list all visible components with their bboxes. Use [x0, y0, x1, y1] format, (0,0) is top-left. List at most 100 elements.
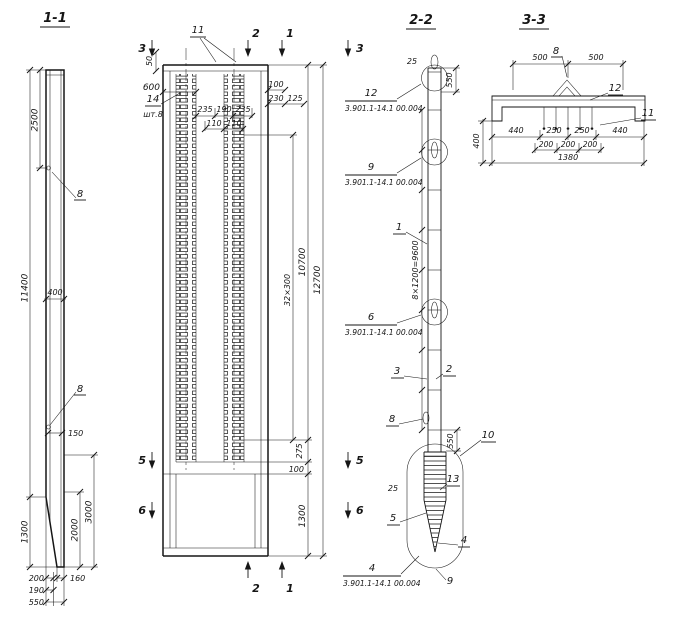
section-marker-3: 3 3 — [138, 40, 364, 57]
dim-110-right: 110 — [226, 119, 241, 128]
dim-500-left: 500 — [532, 53, 547, 62]
callout-12-33: 12 — [609, 83, 622, 94]
dim-200-c: 200 — [583, 140, 598, 149]
dim-3000: 3000 — [85, 500, 95, 523]
detail-outline-tip — [406, 443, 464, 569]
callout-5: 5 — [390, 513, 396, 524]
dim-200-b: 200 — [561, 140, 576, 149]
callout-6: 6 — [368, 312, 374, 323]
dim-2500: 2500 — [31, 108, 41, 131]
callout-3: 3 — [394, 366, 400, 377]
marker-5-left: 5 — [138, 454, 146, 467]
callout-11: 11 — [192, 25, 205, 36]
detail-circle-top — [421, 64, 448, 92]
protruding-bars — [542, 107, 594, 130]
detail-circle-loop — [421, 138, 448, 166]
callout-8-bottom: 8 — [77, 384, 83, 395]
dim-110-left: 110 — [206, 119, 221, 128]
section-marker-5: 5 5 — [138, 452, 364, 469]
dim-600: 600 — [143, 83, 160, 93]
marker-3-left: 3 — [138, 42, 146, 55]
callout-11-33: 11 — [642, 108, 655, 119]
dim-200: 200 — [29, 574, 44, 583]
dim-150: 150 — [68, 429, 83, 438]
dim-190: 190 — [216, 105, 231, 114]
pile-shoe-hatch — [424, 456, 446, 552]
dim-275: 275 — [295, 443, 304, 458]
callout-12: 12 — [365, 88, 378, 99]
dim-25-top: 25 — [407, 57, 417, 66]
dim-235-right: 235 — [235, 105, 250, 114]
detail-circle-mid — [421, 298, 448, 326]
note-qty: шт.8 — [143, 110, 163, 119]
dim-550-top: 550 — [445, 72, 454, 87]
dim-8x1200: 8×1200=9600 — [411, 240, 420, 299]
dim-50: 50 — [145, 56, 154, 66]
callout-1: 1 — [396, 222, 402, 233]
dim-2000: 2000 — [71, 518, 81, 541]
callout-9-bottom: 9 — [447, 576, 453, 587]
callout-4-bottom: 4 — [369, 563, 375, 574]
dim-250-right: 250 — [574, 126, 589, 135]
callout-8-top: 8 — [77, 189, 83, 200]
dim-1380: 1380 — [558, 153, 578, 162]
lifting-loop-triangle — [552, 79, 582, 97]
ref-4: 3.901.1-14.1 00.004 — [343, 579, 421, 588]
dim-10700: 10700 — [298, 247, 308, 276]
dim-550-bottom: 550 — [446, 433, 455, 448]
marker-3-right: 3 — [356, 42, 364, 55]
hook-loop — [422, 411, 430, 425]
marker-6-left: 6 — [138, 504, 146, 517]
ref-6: 3.901.1-14.1 00.004 — [345, 328, 423, 337]
section-markers-1-2: 2 1 2 1 — [244, 27, 294, 595]
lifting-loop-top — [430, 54, 439, 70]
title-view-2-2: 2-2 — [409, 13, 433, 28]
callout-2: 2 — [446, 364, 452, 375]
ref-12: 3.901.1-14.1 00.004 — [345, 104, 423, 113]
title-view-1-1: 1-1 — [43, 11, 67, 26]
marker-1-top: 1 — [286, 27, 294, 40]
lifting-loop-mid-2 — [431, 301, 438, 319]
dim-550: 550 — [29, 598, 44, 607]
dim-400-33: 400 — [472, 133, 481, 148]
marker-6-right: 6 — [356, 504, 364, 517]
dim-25-bottom: 25 — [388, 484, 398, 493]
dim-230: 230 — [268, 94, 283, 103]
dim-400: 400 — [47, 288, 62, 297]
callout-10: 10 — [482, 430, 495, 441]
view-1-1: 2500 11400 1300 400 150 3000 2000 200 19… — [21, 66, 98, 607]
ref-9: 3.901.1-14.1 00.004 — [345, 178, 423, 187]
callout-8-33: 8 — [553, 46, 559, 57]
dim-250-left: 250 — [546, 126, 561, 135]
dim-100-top: 100 — [268, 80, 283, 89]
callout-4-right: 4 — [461, 535, 467, 546]
marker-1-bottom: 1 — [286, 582, 294, 595]
marker-2-bottom: 2 — [252, 582, 260, 595]
view-3-3: 500 500 8 12 11 400 440 250 250 440 — [472, 46, 656, 167]
dim-440-left: 440 — [508, 126, 523, 135]
dim-1300-front: 1300 — [298, 504, 308, 527]
view-2-2: 25 550 12 3.901.1-14.1 00.004 9 3.901.1-… — [343, 54, 496, 588]
fixing-hole-bottom — [46, 424, 51, 430]
callout-13: 13 — [447, 474, 460, 485]
dim-190: 190 — [29, 586, 44, 595]
dim-11400: 11400 — [21, 273, 31, 302]
dim-1300: 1300 — [21, 520, 31, 543]
callout-9: 9 — [368, 162, 374, 173]
dim-200-a: 200 — [539, 140, 554, 149]
dim-125: 125 — [287, 94, 302, 103]
section-titles: 1-1 2-2 3-3 — [40, 11, 549, 30]
dim-440-right: 440 — [612, 126, 627, 135]
title-view-3-3: 3-3 — [522, 13, 546, 28]
dim-160: 160 — [70, 574, 85, 583]
front-elevation-view: 3 3 5 5 6 6 2 1 2 1 11 — [138, 25, 364, 595]
marker-5-right: 5 — [356, 454, 364, 467]
section-outline — [491, 95, 646, 122]
callout-14: 14 — [147, 94, 160, 105]
section-marker-6: 6 6 — [138, 502, 364, 519]
lifting-loop-mid-1 — [431, 141, 438, 159]
dim-100-bottom: 100 — [289, 465, 304, 474]
pile-side-outline — [45, 69, 65, 568]
